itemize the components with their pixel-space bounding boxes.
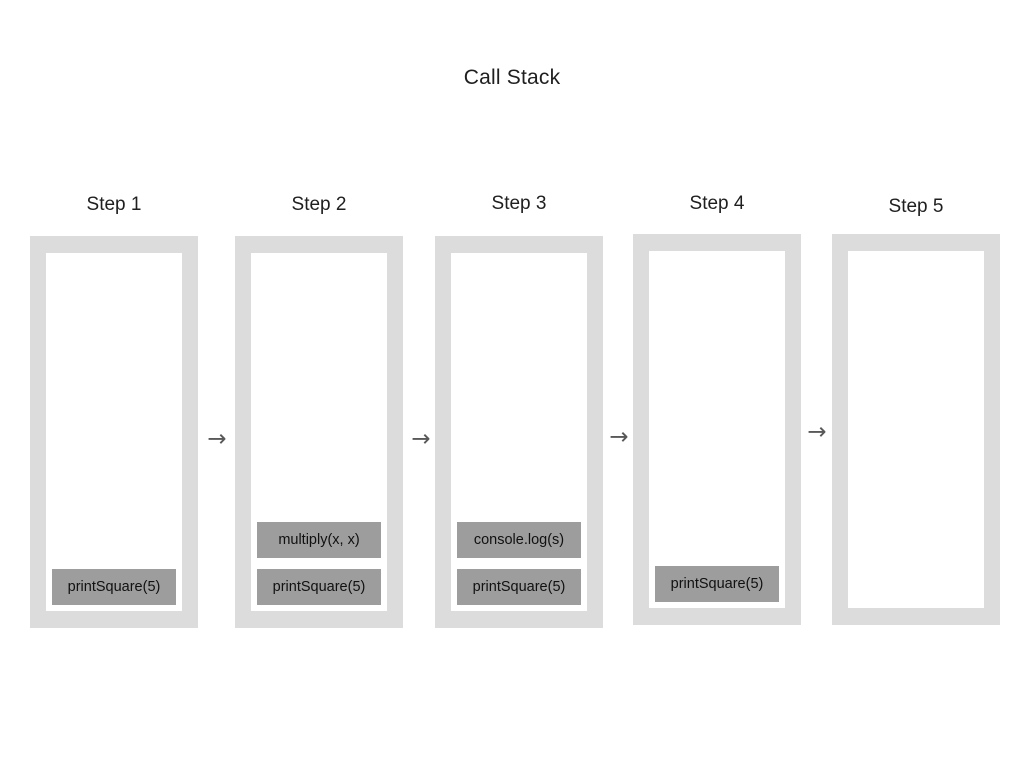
- step-label-3: Step 3: [491, 193, 547, 214]
- step-label-2: Step 2: [291, 194, 347, 215]
- step-label-1: Step 1: [86, 194, 142, 215]
- arrow-step3-to-step4-icon: →: [609, 424, 629, 450]
- call-frame[interactable]: printSquare(5): [655, 566, 779, 602]
- call-stack-inner-4: printSquare(5): [649, 251, 785, 608]
- arrow-step4-to-step5-icon: →: [807, 419, 827, 445]
- call-stack-inner-5: [848, 251, 984, 608]
- call-stack-inner-1: printSquare(5): [46, 253, 182, 611]
- call-frame[interactable]: multiply(x, x): [257, 522, 381, 558]
- call-stack-container-4: printSquare(5): [633, 234, 801, 625]
- call-stack-inner-2: multiply(x, x) printSquare(5): [251, 253, 387, 611]
- arrow-step1-to-step2-icon: →: [207, 426, 227, 452]
- call-stack-container-2: multiply(x, x) printSquare(5): [235, 236, 403, 628]
- page-title: Call Stack: [463, 66, 561, 89]
- call-frame[interactable]: printSquare(5): [257, 569, 381, 605]
- step-label-5: Step 5: [888, 196, 944, 217]
- call-stack-container-3: console.log(s) printSquare(5): [435, 236, 603, 628]
- step-label-4: Step 4: [689, 193, 745, 214]
- call-stack-container-5: [832, 234, 1000, 625]
- call-frame[interactable]: printSquare(5): [457, 569, 581, 605]
- call-frame[interactable]: printSquare(5): [52, 569, 176, 605]
- call-stack-container-1: printSquare(5): [30, 236, 198, 628]
- arrow-step2-to-step3-icon: →: [411, 426, 431, 452]
- call-frame[interactable]: console.log(s): [457, 522, 581, 558]
- call-stack-inner-3: console.log(s) printSquare(5): [451, 253, 587, 611]
